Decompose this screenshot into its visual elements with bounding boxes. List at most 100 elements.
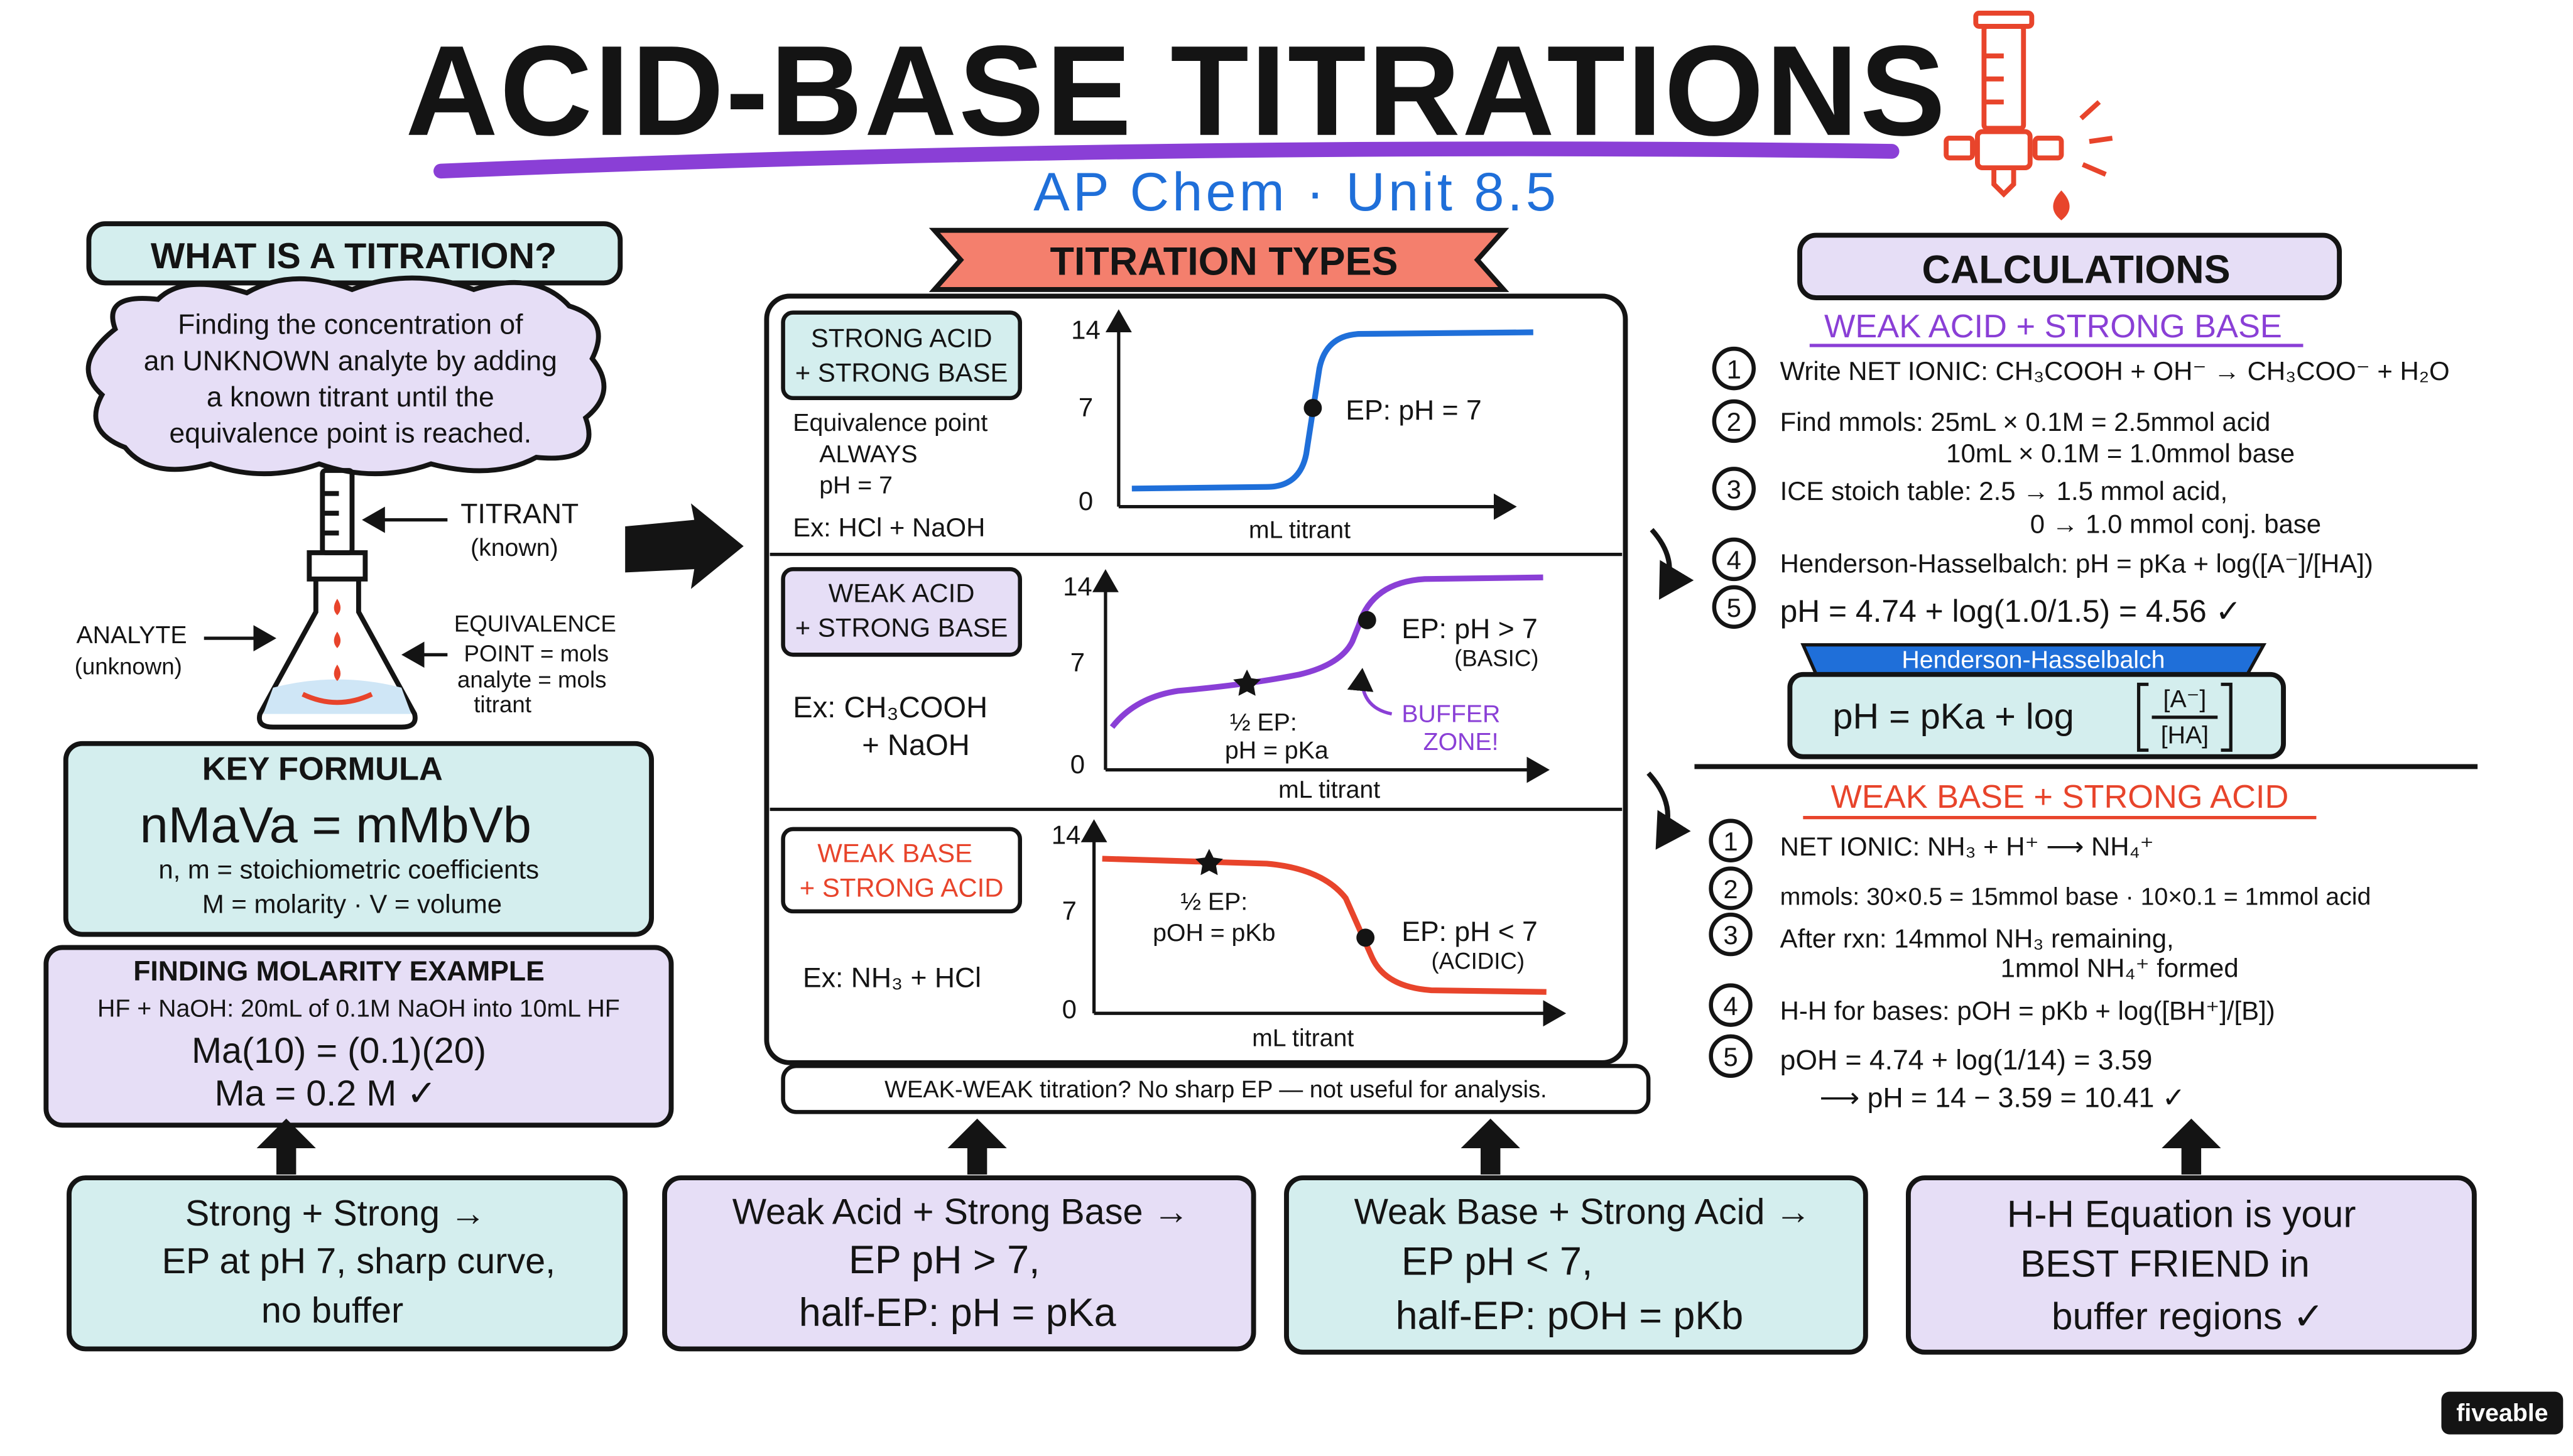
chart-3-half-ep-1: ½ EP: — [1180, 888, 1248, 915]
wa-num-1: 1 — [1727, 354, 1741, 384]
wb-num-2: 2 — [1723, 874, 1738, 904]
burette-icon — [1944, 11, 2113, 220]
type-label-strong-strong-1: STRONG ACID — [811, 323, 993, 353]
weak-acid-title: WEAK ACID + STRONG BASE — [1824, 308, 2282, 345]
buffer-zone-arrow — [1347, 668, 1393, 716]
chart-2-ytick-7: 7 — [1070, 648, 1085, 677]
chart-2-axes — [1092, 569, 1550, 783]
fiveable-logo-box — [2441, 1391, 2564, 1435]
weak-base-title: WEAK BASE + STRONG ACID — [1830, 779, 2288, 815]
wa-step-1: Write NET IONIC: CH₃COOH + OH⁻ → CH₃COO⁻… — [1780, 356, 2450, 386]
type-label-strong-strong-2: + STRONG BASE — [795, 358, 1008, 388]
type-label-weak-base-2: + STRONG ACID — [800, 872, 1004, 902]
strong-strong-note-1: Equivalence point — [793, 409, 987, 437]
chart-2-ep-point — [1357, 611, 1376, 629]
molarity-example-step-2: Ma = 0.2 M ✓ — [215, 1073, 437, 1114]
summary-card-4 — [1905, 1175, 2477, 1355]
wb-step-5a: pOH = 4.74 + log(1/14) = 3.59 — [1780, 1045, 2153, 1075]
wb-step-2: mmols: 30×0.5 = 15mmol base · 10×0.1 = 1… — [1780, 883, 2371, 910]
chart-3-ep-label: EP: pH < 7 — [1401, 916, 1538, 947]
chart-2-ytick-0: 0 — [1070, 749, 1085, 779]
summary-4-line-2: BEST FRIEND in — [2020, 1242, 2310, 1285]
what-is-heading: WHAT IS A TITRATION? — [151, 236, 557, 276]
strong-strong-example: Ex: HCl + NaOH — [793, 513, 985, 542]
chart-2-half-ep-star — [1233, 669, 1261, 696]
drop-1 — [334, 599, 341, 616]
hh-bracket-left — [2136, 682, 2149, 752]
up-arrow-3 — [1461, 1118, 1520, 1175]
wb-step-5b: ⟶ pH = 14 − 3.59 = 10.41 ✓ — [1820, 1083, 2186, 1114]
key-formula-line-1: n, m = stoichiometric coefficients — [158, 854, 539, 884]
what-is-heading-box — [86, 221, 623, 286]
analyte-sublabel: (unknown) — [75, 654, 182, 680]
up-arrow-1 — [256, 1118, 316, 1175]
hh-banner-text: Henderson-Hasselbalch — [1901, 646, 2165, 673]
strong-strong-note-2: ALWAYS — [819, 440, 917, 468]
chart-1-xlabel: mL titrant — [1249, 516, 1351, 543]
cloud-line-3: a known titrant until the — [207, 382, 494, 413]
equivalence-line-1: EQUIVALENCE — [454, 611, 616, 637]
big-arrow-right — [625, 503, 744, 589]
fiveable-logo: fiveable — [2456, 1399, 2548, 1427]
titrant-label: TITRANT — [460, 499, 579, 530]
wb-step-badges — [1709, 818, 1753, 1078]
wa-step-3b: 0 → 1.0 mmol conj. base — [2030, 509, 2321, 539]
key-formula-box — [63, 741, 655, 937]
summary-2-line-1: Weak Acid + Strong Base → — [732, 1192, 1189, 1232]
summary-2-line-3: half-EP: pH = pKa — [799, 1291, 1116, 1335]
type-label-weak-acid-1: WEAK ACID — [829, 579, 975, 608]
drop-2 — [334, 631, 341, 648]
analyte-label: ANALYTE — [76, 621, 187, 649]
hh-formula-box — [1787, 671, 2286, 759]
drop-3 — [334, 665, 341, 682]
hh-formula-left: pH = pKa + log — [1832, 697, 2074, 737]
wb-step-1: NET IONIC: NH₃ + H⁺ ⟶ NH₄⁺ — [1780, 832, 2154, 861]
wa-step-badges — [1712, 346, 1756, 629]
wa-num-2: 2 — [1727, 407, 1741, 437]
wa-num-3: 3 — [1727, 475, 1741, 504]
equivalence-line-3: analyte = mols — [457, 667, 606, 693]
hh-denominator: [HA] — [2161, 722, 2209, 749]
equivalence-line-2: POINT = mols — [464, 641, 609, 666]
summary-3-line-3: half-EP: pOH = pKb — [1396, 1294, 1744, 1338]
titrant-sublabel: (known) — [471, 534, 558, 562]
summary-3-line-2: EP pH < 7, — [1401, 1240, 1593, 1284]
wa-step-2b: 10mL × 0.1M = 1.0mmol base — [1946, 438, 2295, 468]
type-label-box-weak-base — [781, 827, 1022, 914]
title-underline — [433, 141, 1900, 179]
cloud-line-1: Finding the concentration of — [178, 310, 523, 340]
equivalence-line-4: titrant — [474, 692, 531, 717]
hh-numerator: [A⁻] — [2163, 685, 2207, 713]
chart-1-ytick-0: 0 — [1079, 486, 1093, 516]
chart-3-ep-point — [1356, 928, 1375, 947]
weak-acid-example-2: + NaOH — [862, 728, 970, 761]
flask-icon — [257, 468, 418, 730]
cloud-line-2: an UNKNOWN analyte by adding — [144, 345, 557, 376]
page-subtitle: AP Chem · Unit 8.5 — [1033, 162, 1559, 222]
calc-heading: CALCULATIONS — [1922, 247, 2231, 291]
chart-3-ytick-0: 0 — [1062, 994, 1077, 1024]
key-formula-heading: KEY FORMULA — [202, 751, 443, 787]
wb-num-4: 4 — [1723, 991, 1738, 1021]
buffer-zone-1: BUFFER — [1401, 700, 1500, 728]
summary-3-line-1: Weak Base + Strong Acid → — [1354, 1192, 1811, 1232]
molarity-example-step-1: Ma(10) = (0.1)(20) — [192, 1031, 486, 1071]
chart-2-half-ep-2: pH = pKa — [1225, 736, 1329, 764]
summary-1-line-3: no buffer — [261, 1291, 403, 1331]
cloud-line-4: equivalence point is reached. — [170, 418, 532, 448]
chart-3-xlabel: mL titrant — [1252, 1024, 1354, 1052]
buffer-zone-2: ZONE! — [1423, 728, 1499, 756]
chart-2-ytick-14: 14 — [1063, 572, 1092, 601]
connector-arrow-2 — [1646, 771, 1691, 850]
up-arrow-4 — [2162, 1118, 2221, 1175]
summary-card-1 — [67, 1175, 628, 1352]
wa-step-5: pH = 4.74 + log(1.0/1.5) = 4.56 ✓ — [1780, 594, 2242, 629]
wb-num-5: 5 — [1723, 1042, 1738, 1072]
type-label-weak-base-1: WEAK BASE — [817, 838, 972, 867]
summary-2-line-2: EP pH > 7, — [849, 1238, 1040, 1282]
summary-card-2 — [662, 1175, 1256, 1352]
wa-num-4: 4 — [1727, 545, 1741, 575]
chart-2-xlabel: mL titrant — [1278, 776, 1380, 803]
wb-num-1: 1 — [1723, 827, 1738, 856]
chart-1-ytick-7: 7 — [1079, 393, 1093, 422]
